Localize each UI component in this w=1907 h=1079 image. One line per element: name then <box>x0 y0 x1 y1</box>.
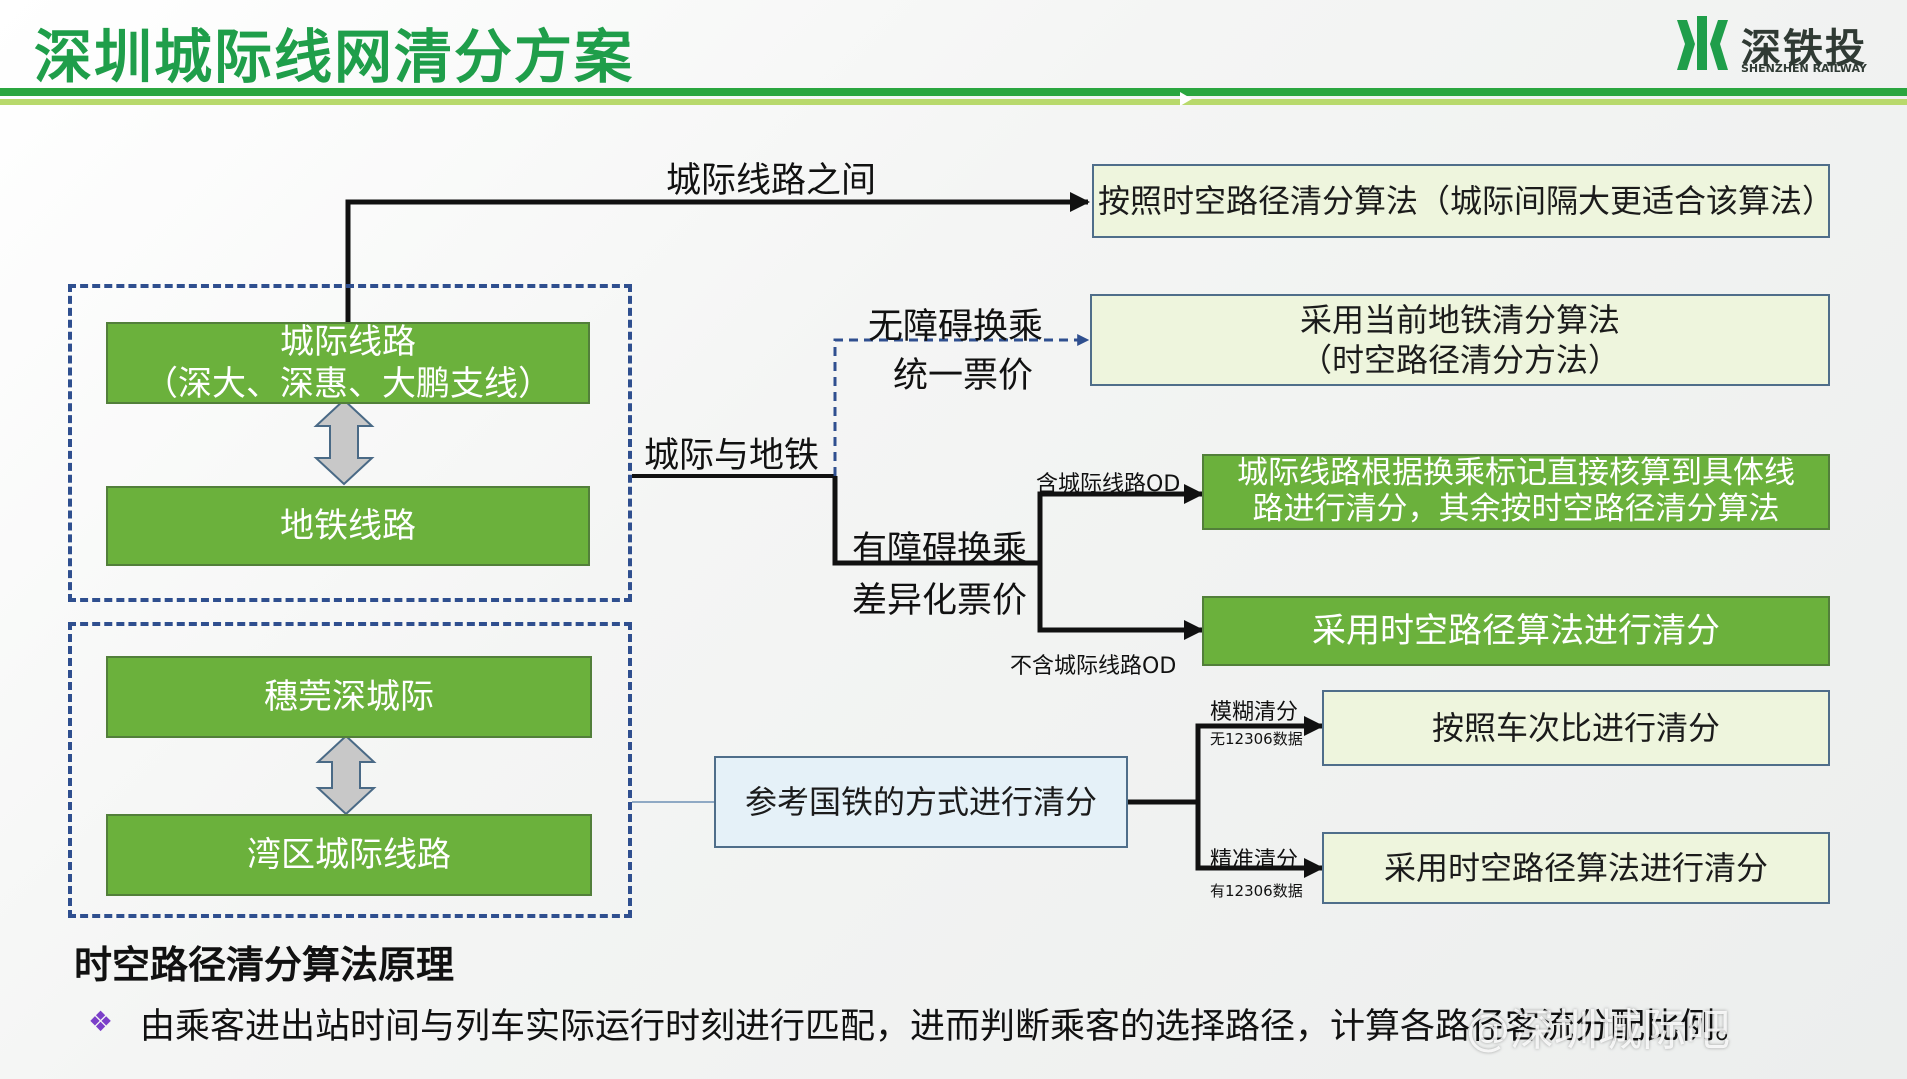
box-result-current-metro: 采用当前地铁清分算法 （时空路径清分方法） <box>1090 294 1830 386</box>
metro-line-label: 地铁线路 <box>280 505 416 546</box>
connector-intercity-to-r1 <box>345 192 1090 322</box>
result-1-text: 按照时空路径清分算法（城际间隔大更适合该算法） <box>1098 182 1835 220</box>
suiguanshen-label: 穗莞深城际 <box>264 676 434 717</box>
label-between-intercity: 城际线路之间 <box>666 161 877 201</box>
box-result-spatiotemporal-b: 采用时空路径算法进行清分 <box>1322 832 1830 904</box>
result-4-text: 采用时空路径算法进行清分 <box>1312 610 1720 651</box>
principle-text: 由乘客进出站时间与列车实际运行时刻进行匹配，进而判断乘客的选择路径，计算各路径客… <box>140 1007 1751 1047</box>
intercity-line-label: 城际线路 <box>280 321 416 362</box>
shenzhen-railway-logo-icon <box>1677 16 1728 70</box>
connector-no-od <box>1037 563 1204 640</box>
header-divider-dark <box>0 88 1907 96</box>
box-suiguanshen: 穗莞深城际 <box>106 656 592 738</box>
connector-has-od <box>1037 484 1204 563</box>
connector-barrier <box>832 476 1040 566</box>
box-bay-area-intercity: 湾区城际线路 <box>106 814 592 896</box>
double-arrow-top-icon <box>313 398 375 486</box>
label-barrier-1: 有障碍换乘 <box>852 530 1028 570</box>
label-has-intercity-od: 含城际线路OD <box>1036 472 1181 497</box>
result-3-line1: 城际线路根据换乘标记直接核算到具体线 <box>1237 455 1795 492</box>
national-rail-text: 参考国铁的方式进行清分 <box>744 783 1097 821</box>
group-intercity-metro <box>68 284 632 602</box>
label-barrier-free-2: 统一票价 <box>893 356 1034 396</box>
box-metro-line: 地铁线路 <box>106 486 590 566</box>
header-divider-light <box>0 99 1907 105</box>
box-result-train-ratio: 按照车次比进行清分 <box>1322 690 1830 766</box>
label-no-intercity-od: 不含城际线路OD <box>1010 654 1177 679</box>
result-2-line2: （时空路径清分方法） <box>1299 341 1620 379</box>
logo-text-en: SHENZHEN RAILWAY <box>1741 62 1867 75</box>
header-triangle-marker <box>1180 92 1192 106</box>
box-result-transfer-mark: 城际线路根据换乘标记直接核算到具体线 路进行清分，其余按时空路径清分算法 <box>1202 454 1830 530</box>
label-fuzzy-sub: 无12306数据 <box>1210 730 1303 748</box>
label-fuzzy-clearing: 模糊清分 <box>1210 700 1299 725</box>
page-title: 深圳城际线网清分方案 <box>34 23 635 91</box>
result-6-text: 采用时空路径算法进行清分 <box>1383 849 1768 887</box>
connector-fuzzy <box>1195 716 1324 802</box>
label-precise-clearing: 精准清分 <box>1210 848 1299 873</box>
watermark: @深圳城际吧 <box>1466 1005 1730 1056</box>
label-barrier-2: 差异化票价 <box>852 581 1028 621</box>
principle-title: 时空路径清分算法原理 <box>74 943 455 987</box>
label-barrier-free-1: 无障碍换乘 <box>868 307 1044 347</box>
group-other-intercity <box>68 622 632 918</box>
result-5-text: 按照车次比进行清分 <box>1431 709 1720 747</box>
box-national-rail-method: 参考国铁的方式进行清分 <box>714 756 1128 848</box>
box-result-spatiotemporal-a: 采用时空路径算法进行清分 <box>1202 596 1830 666</box>
box-result-spatiotemporal-intercity: 按照时空路径清分算法（城际间隔大更适合该算法） <box>1092 164 1835 238</box>
connector-barrier-free <box>833 334 1090 476</box>
intercity-line-sublabel: （深大、深惠、大鹏支线） <box>144 364 552 404</box>
result-3-line2: 路进行清分，其余按时空路径清分算法 <box>1252 491 1780 527</box>
result-2-line1: 采用当前地铁清分算法 <box>1299 301 1620 339</box>
label-intercity-metro: 城际与地铁 <box>644 436 820 476</box>
label-precise-sub: 有12306数据 <box>1210 882 1303 900</box>
bay-area-label: 湾区城际线路 <box>247 834 451 875</box>
logo-text-cn: 深铁投 <box>1741 26 1867 72</box>
diamond-bullet-icon: ❖ <box>88 1005 114 1038</box>
connector-precise <box>1195 802 1324 878</box>
box-intercity-line: 城际线路 （深大、深惠、大鹏支线） <box>106 322 590 404</box>
company-logo: 深铁投 SHENZHEN RAILWAY <box>1675 14 1875 75</box>
